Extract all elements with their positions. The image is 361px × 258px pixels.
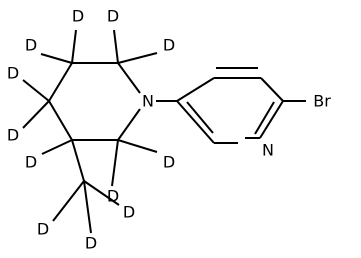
bond-c3-c4 [260, 77, 284, 102]
bond-c6p-n [117, 108, 141, 141]
bond-d-c6p-a [117, 139, 158, 153]
bond-d-methyl-c [83, 180, 92, 234]
atom-d: D [107, 7, 119, 26]
atom-d: D [7, 126, 19, 145]
bond-d-c2p-a [113, 29, 119, 64]
bond-d-c6p-b [111, 139, 119, 187]
bond-c1-c2 [176, 77, 215, 102]
bond-n-c2p [117, 62, 141, 94]
bond-c4p-c5p [48, 100, 73, 141]
atom-d: D [123, 203, 135, 222]
bond-d-c3p-a [71, 29, 77, 64]
atom-br: Br [313, 92, 331, 111]
atom-d: D [85, 234, 97, 253]
bond-d-methyl-b [83, 180, 120, 206]
bond-c5p-methyl [71, 139, 85, 182]
atom-d: D [72, 7, 84, 26]
atom-d: D [163, 36, 175, 55]
atom-d: D [7, 64, 19, 83]
bond-c6-c1-inner [186, 101, 214, 134]
bond-d-c3p-b [40, 53, 73, 64]
atom-n-piperidine: N [142, 92, 154, 111]
atom-n-pyridine: N [262, 141, 274, 160]
deuterium-bonds [22, 29, 158, 234]
bond-c3p-c4p [48, 62, 73, 102]
pyridine-ring [176, 67, 284, 144]
atom-d: D [163, 153, 175, 172]
bond-c6-c1 [176, 100, 215, 144]
bond-c4-c5 [259, 100, 284, 139]
bond-d-c5p [41, 139, 73, 155]
bond-d-methyl-a [52, 180, 85, 222]
atom-labels: N N Br D D D D D D D D D D D D [7, 7, 331, 253]
bond-d-c2p-b [117, 52, 158, 64]
bond-c4-c5-inner [254, 101, 275, 135]
atom-d: D [25, 36, 37, 55]
atom-d: D [25, 153, 37, 172]
bond-d-c4p-b [22, 100, 50, 129]
piperidine-ring [48, 62, 141, 141]
atom-d: D [37, 220, 49, 239]
bond-d-c4p-a [22, 79, 50, 102]
atom-d: D [107, 187, 119, 206]
